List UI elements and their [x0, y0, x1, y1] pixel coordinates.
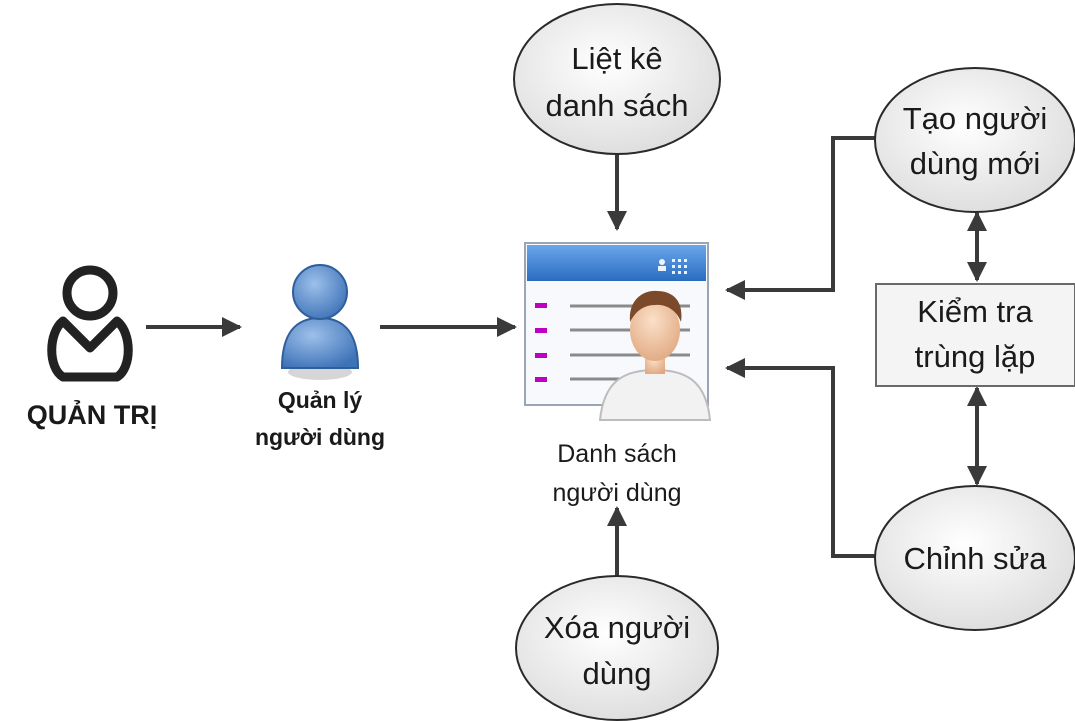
- node-create-line1: Tạo người: [903, 101, 1047, 136]
- node-create: Tạo người dùng mới: [874, 67, 1075, 213]
- node-check-line2: trùng lặp: [915, 339, 1036, 374]
- node-edit-line1: Chỉnh sửa: [903, 541, 1047, 576]
- center-label-line2: người dùng: [552, 479, 681, 507]
- node-check: Kiểm tra trùng lặp: [875, 283, 1075, 387]
- connectors: [146, 136, 987, 580]
- node-check-line1: Kiểm tra: [917, 294, 1033, 329]
- user-manager-icon: [280, 264, 360, 380]
- user-manager-label-line1: Quản lý: [278, 387, 363, 413]
- arrow-create-to-center: [725, 136, 880, 300]
- node-delete-line2: dùng: [583, 656, 652, 691]
- node-list-line1: Liệt kê: [571, 41, 662, 76]
- admin-label: QUẢN TRỊ: [27, 398, 158, 430]
- admin-person-icon: [47, 265, 133, 382]
- user-list-icon: [524, 242, 712, 421]
- node-list: Liệt kê danh sách: [513, 3, 721, 155]
- node-create-line2: dùng mới: [910, 146, 1041, 181]
- user-manager-label-line2: người dùng: [255, 424, 385, 450]
- node-edit: Chỉnh sửa: [874, 485, 1075, 631]
- node-delete: Xóa người dùng: [515, 575, 719, 721]
- node-delete-line1: Xóa người: [544, 610, 690, 645]
- arrow-edit-to-center: [725, 358, 878, 558]
- node-list-line2: danh sách: [545, 88, 688, 123]
- center-label-line1: Danh sách: [557, 440, 677, 468]
